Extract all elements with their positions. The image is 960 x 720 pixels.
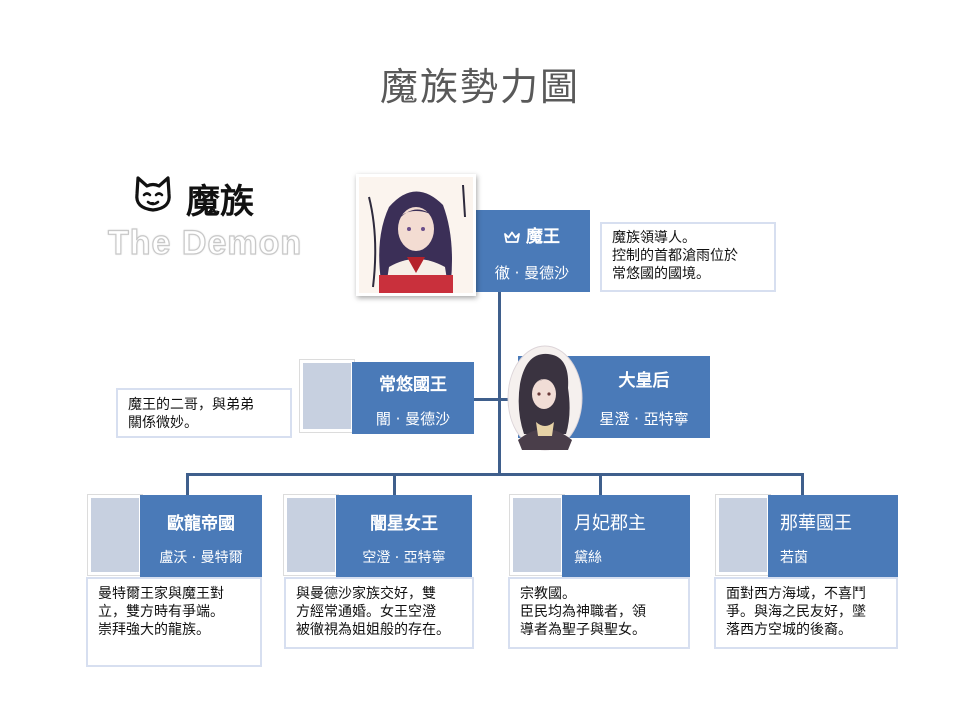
changyou-photo-placeholder bbox=[300, 360, 354, 432]
note-line: 被徹視為姐姐般的存在。 bbox=[296, 622, 450, 638]
oulong-name: 盧沃 · 曼特爾 bbox=[159, 550, 243, 566]
changyou-note: 魔王的二哥，與弟弟 關係微妙。 bbox=[116, 388, 292, 438]
connector-second-row bbox=[474, 398, 522, 401]
note-line: 臣民均為神職者，領 bbox=[520, 604, 646, 620]
note-line: 曼特爾王家與魔王對 bbox=[98, 586, 224, 602]
anxing-name: 空澄 · 亞特寧 bbox=[362, 550, 446, 566]
empress-name: 星澄 · 亞特寧 bbox=[599, 410, 689, 428]
note-line: 導者為聖子與聖女。 bbox=[520, 622, 646, 638]
note-line: 控制的首都滄雨位於 bbox=[612, 248, 738, 264]
note-line: 方經常通婚。女王空澄 bbox=[296, 604, 436, 620]
note-line: 魔王的二哥，與弟弟 bbox=[128, 397, 254, 413]
yuefei-role: 月妃郡主 bbox=[574, 513, 646, 534]
anxing-note: 與曼德沙家族交好，雙 方經常通婚。女王空澄 被徹視為姐姐般的存在。 bbox=[284, 577, 474, 649]
note-line: 爭。與海之民友好，墜 bbox=[726, 604, 866, 620]
leader-card[interactable]: 魔王 徹 · 曼德沙 bbox=[474, 210, 590, 292]
page-title: 魔族勢力圖 bbox=[379, 65, 580, 109]
yuefei-photo-placeholder bbox=[510, 495, 564, 575]
connector-trunk bbox=[498, 292, 501, 474]
faction-name: 魔族 bbox=[186, 182, 254, 222]
leader-name: 徹 · 曼德沙 bbox=[494, 264, 570, 282]
nahua-note: 面對西方海域，不喜鬥 爭。與海之民友好，墜 落西方空城的後裔。 bbox=[714, 577, 898, 649]
changyou-role: 常悠國王 bbox=[379, 375, 447, 395]
note-line: 魔族領導人。 bbox=[612, 230, 696, 246]
oulong-note: 曼特爾王家與魔王對 立，雙方時有爭端。 崇拜強大的龍族。 bbox=[86, 577, 262, 667]
yuefei-name: 黛絲 bbox=[574, 550, 602, 566]
faction-name-en: The Demon bbox=[107, 223, 303, 262]
yuefei-card[interactable]: 月妃郡主 黛絲 bbox=[562, 495, 690, 577]
nahua-role: 那華國王 bbox=[780, 513, 852, 534]
leader-avatar bbox=[356, 174, 476, 296]
note-line: 關係微妙。 bbox=[128, 415, 198, 431]
changyou-card[interactable]: 常悠國王 闇 · 曼德沙 bbox=[352, 362, 474, 434]
faction-header: 魔族 bbox=[132, 174, 254, 223]
anxing-card[interactable]: 闇星女王 空澄 · 亞特寧 bbox=[336, 495, 472, 577]
yuefei-note: 宗教國。 臣民均為神職者，領 導者為聖子與聖女。 bbox=[508, 577, 690, 649]
note-line: 與曼德沙家族交好，雙 bbox=[296, 586, 436, 602]
note-line: 面對西方海域，不喜鬥 bbox=[726, 586, 866, 602]
leader-role: 魔王 bbox=[525, 227, 560, 247]
nahua-name: 若茵 bbox=[780, 550, 808, 566]
connector-branch-1 bbox=[186, 473, 189, 497]
note-line: 常悠國的國境。 bbox=[612, 266, 710, 282]
crown-icon bbox=[504, 227, 526, 247]
oulong-role: 歐龍帝國 bbox=[167, 514, 235, 534]
leader-note: 魔族領導人。 控制的首都滄雨位於 常悠國的國境。 bbox=[600, 222, 776, 292]
note-line: 宗教國。 bbox=[520, 586, 576, 602]
nahua-photo-placeholder bbox=[716, 495, 770, 575]
connector-branch-4 bbox=[801, 473, 804, 497]
note-line: 落西方空城的後裔。 bbox=[726, 622, 852, 638]
nahua-card[interactable]: 那華國王 若茵 bbox=[768, 495, 898, 577]
oulong-card[interactable]: 歐龍帝國 盧沃 · 曼特爾 bbox=[140, 495, 262, 577]
changyou-name: 闇 · 曼德沙 bbox=[375, 410, 451, 428]
anxing-role: 闇星女王 bbox=[370, 514, 438, 534]
empress-role: 大皇后 bbox=[618, 371, 670, 391]
connector-branch-3 bbox=[599, 473, 602, 497]
connector-branch-2 bbox=[393, 473, 396, 497]
connector-branch-bar bbox=[186, 473, 804, 476]
demon-cat-icon bbox=[132, 174, 174, 223]
oulong-photo-placeholder bbox=[88, 495, 142, 575]
note-line: 崇拜強大的龍族。 bbox=[98, 622, 210, 638]
note-line: 立，雙方時有爭端。 bbox=[98, 604, 224, 620]
empress-avatar bbox=[506, 344, 584, 452]
leader-role-row: 魔王 bbox=[474, 222, 590, 247]
anxing-photo-placeholder bbox=[284, 495, 338, 575]
